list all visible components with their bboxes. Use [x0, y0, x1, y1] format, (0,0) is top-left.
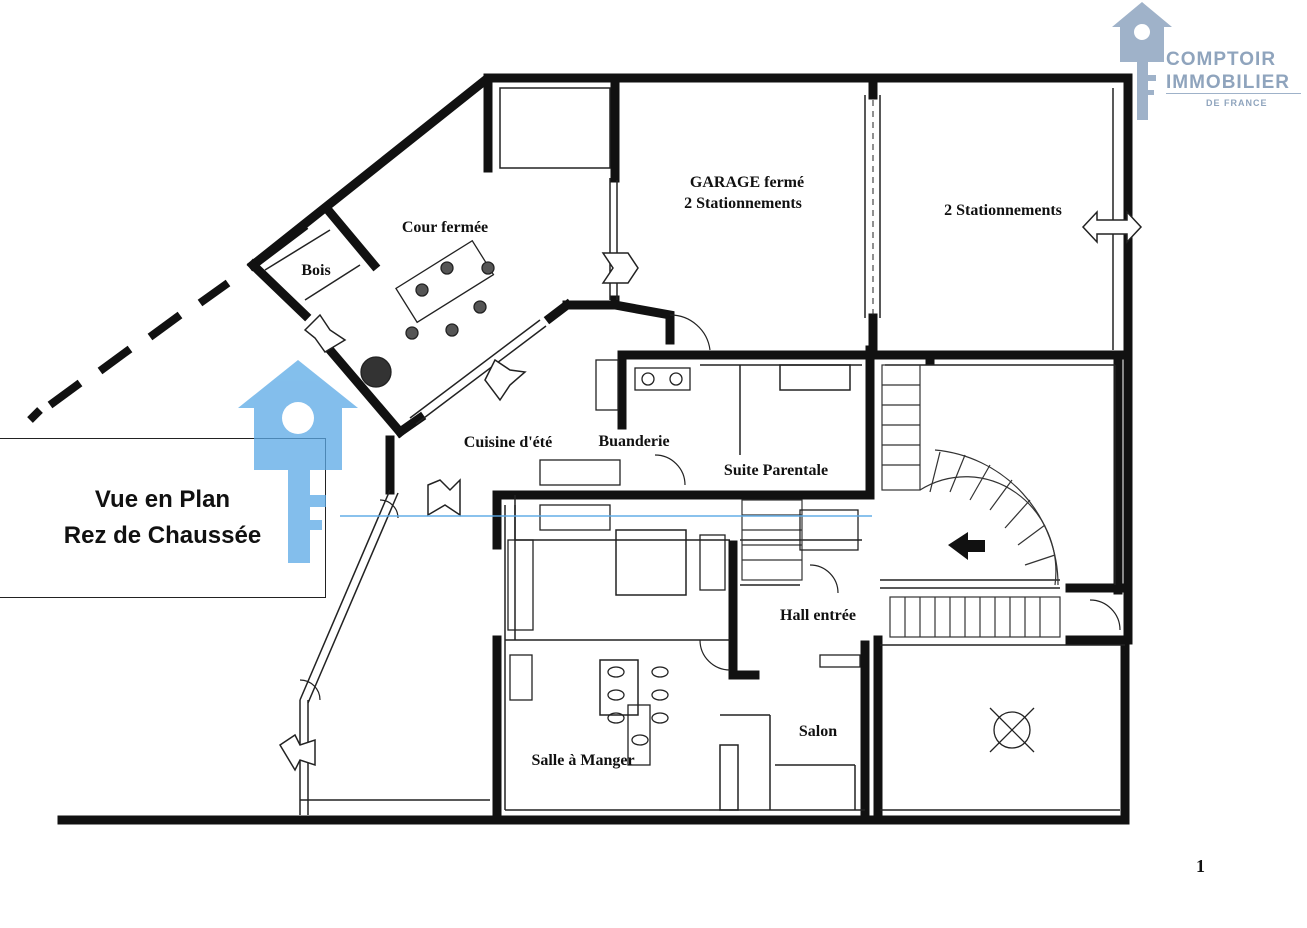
logo-divider: [1166, 93, 1301, 94]
cour-label: Cour fermée: [402, 219, 488, 236]
property-line: [27, 279, 231, 423]
bois-label: Bois: [301, 262, 330, 279]
furniture: [360, 239, 1035, 766]
hall-label: Hall entrée: [780, 607, 856, 624]
logo-line3: DE FRANCE: [1206, 98, 1268, 108]
plan-title-line1: Vue en Plan: [94, 486, 231, 513]
salon-label: Salon: [799, 723, 837, 740]
page-number: 1: [1196, 856, 1205, 876]
parking-label: 2 Stationnements: [944, 202, 1062, 219]
garage-sub-label: 2 Stationnements: [684, 195, 802, 212]
suite-label: Suite Parentale: [724, 462, 828, 479]
garage-label: GARAGE fermé: [690, 174, 804, 191]
salle-manger-label: Salle à Manger: [531, 752, 634, 769]
stairs: [741, 364, 1061, 638]
buanderie-label: Buanderie: [598, 433, 669, 450]
arrow-icon: [948, 532, 985, 560]
doors: [299, 314, 1121, 701]
cuisine-ete-label: Cuisine d'été: [464, 434, 552, 451]
plan-title-line2: Rez de Chaussée: [63, 522, 262, 549]
outer-walls: [57, 73, 1133, 825]
logo-line2: IMMOBILIER: [1166, 72, 1290, 93]
inner-walls: [264, 87, 1125, 815]
logo-line1: COMPTOIR: [1166, 49, 1277, 70]
watermark-key-icon: [238, 360, 358, 563]
entry-arrows: [278, 210, 1143, 772]
logo-key-icon: [1112, 2, 1172, 120]
